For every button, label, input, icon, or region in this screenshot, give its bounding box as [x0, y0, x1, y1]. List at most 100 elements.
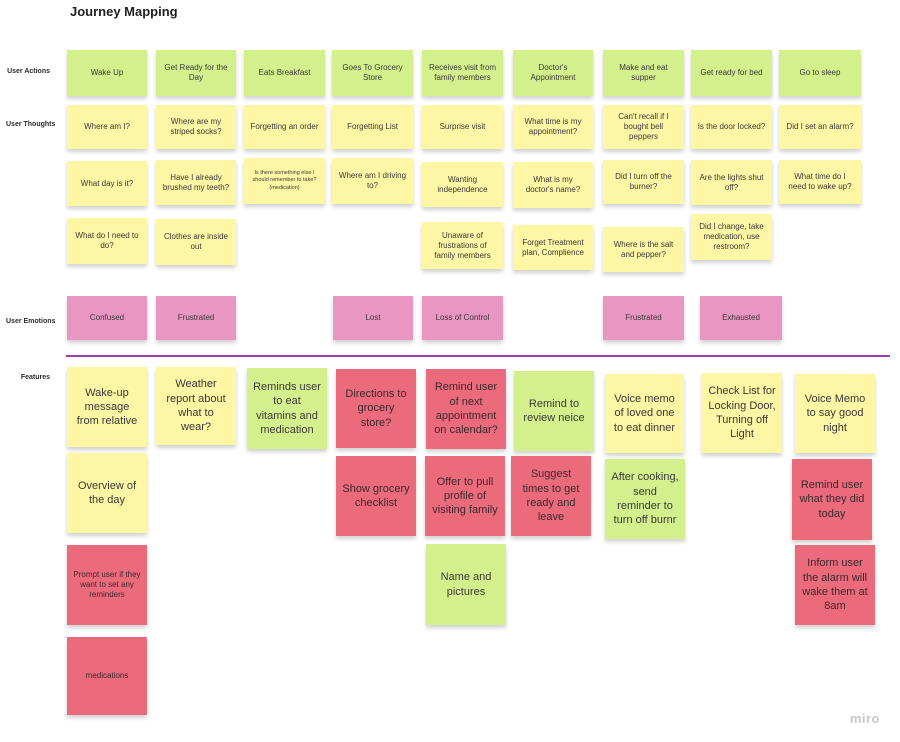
sticky-feature[interactable]: Wake-up message from relative: [67, 367, 147, 447]
sticky-thought[interactable]: Forgetting List: [332, 105, 413, 149]
sticky-feature[interactable]: Overview of the day: [67, 453, 147, 533]
sticky-text: Forget Treatment plan, Complience: [522, 237, 584, 257]
sticky-feature[interactable]: Show grocery checklist: [336, 456, 416, 536]
sticky-text: Suggest times to get ready and leave: [522, 468, 580, 524]
sticky-text: Forgetting an order: [250, 122, 319, 131]
sticky-thought[interactable]: Is there something else I should remembe…: [244, 158, 325, 204]
sticky-emotion[interactable]: Loss of Control: [422, 296, 503, 340]
sticky-text: Overview of the day: [77, 479, 137, 506]
sticky-feature[interactable]: After cooking, send reminder to turn off…: [605, 459, 685, 539]
sticky-text: What day is it?: [80, 178, 134, 188]
sticky-thought[interactable]: Forgetting an order: [244, 105, 325, 149]
sticky-action-bed[interactable]: Get ready for bed: [691, 50, 772, 96]
sticky-text: Did I set an alarm?: [786, 122, 854, 131]
sticky-feature[interactable]: Directions to grocery store?: [336, 369, 416, 448]
sticky-feature[interactable]: Prompt user if they want to set any remi…: [67, 545, 147, 625]
sticky-text: Clothes are inside out: [163, 232, 229, 251]
sticky-emotion[interactable]: Frustrated: [603, 296, 684, 340]
sticky-text: Reminds user to eat vitamins and medicat…: [253, 380, 321, 436]
sticky-thought[interactable]: What is my doctor's name?: [513, 162, 593, 208]
sticky-action-eats-breakfast[interactable]: Eats Breakfast: [244, 50, 325, 96]
sticky-text: Remind to review neice: [523, 397, 585, 424]
sticky-feature[interactable]: Name and pictures: [426, 544, 506, 625]
sticky-action-grocery-store[interactable]: Goes To Grocery Store: [332, 50, 413, 96]
sticky-thought[interactable]: Surprise visit: [422, 105, 503, 149]
sticky-text: Remind user of next appointment on calen…: [434, 381, 498, 437]
sticky-action-sleep[interactable]: Go to sleep: [779, 50, 861, 96]
sticky-thought[interactable]: Unaware of frustrations of family member…: [422, 222, 503, 269]
sticky-text: Frustrated: [625, 313, 662, 322]
sticky-text: Exhausted: [722, 313, 760, 322]
sticky-feature[interactable]: Suggest times to get ready and leave: [511, 456, 591, 536]
sticky-emotion[interactable]: Lost: [333, 296, 413, 340]
section-divider: [66, 355, 890, 357]
sticky-text: Forgetting List: [347, 122, 398, 131]
sticky-feature[interactable]: Offer to pull profile of visiting family: [425, 456, 505, 536]
sticky-text: Confused: [89, 313, 125, 322]
sticky-text: What is my doctor's name?: [525, 175, 581, 194]
sticky-feature[interactable]: Inform user the alarm will wake them at …: [795, 545, 875, 625]
sticky-thought[interactable]: Did I change, take medication, use restr…: [691, 214, 772, 260]
sticky-thought[interactable]: Where am I driving to?: [332, 158, 413, 204]
row-label-user-actions: User Actions: [7, 68, 50, 75]
sticky-feature[interactable]: Voice Memo to say good night: [795, 374, 875, 453]
sticky-thought[interactable]: Clothes are inside out: [156, 219, 236, 265]
sticky-thought[interactable]: Where is the salt and pepper?: [603, 227, 684, 272]
sticky-thought[interactable]: Where are my striped socks?: [156, 105, 236, 149]
sticky-emotion[interactable]: Frustrated: [156, 296, 236, 340]
sticky-text: Show grocery checklist: [342, 482, 410, 509]
sticky-thought[interactable]: Have I already brushed my teeth?: [156, 160, 236, 205]
sticky-text: Wake Up: [90, 68, 124, 77]
sticky-action-family-visit[interactable]: Receives visit from family members: [422, 50, 503, 96]
sticky-text: What time do I need to wake up?: [788, 172, 852, 191]
miro-logo: miro: [849, 711, 880, 726]
sticky-thought[interactable]: Is the door locked?: [691, 105, 772, 149]
sticky-thought[interactable]: What time is my appointment?: [513, 105, 593, 149]
sticky-thought[interactable]: What time do I need to wake up?: [779, 160, 861, 204]
sticky-text: Get ready for bed: [700, 68, 763, 77]
sticky-action-get-ready[interactable]: Get Ready for the Day: [156, 50, 236, 96]
sticky-thought[interactable]: Forget Treatment plan, Complience: [513, 225, 593, 270]
sticky-feature[interactable]: Remind user what they did today: [792, 459, 872, 540]
sticky-text: Wanting independence: [437, 174, 488, 194]
sticky-thought[interactable]: Did I turn off the burner?: [603, 160, 684, 204]
sticky-feature[interactable]: Voice memo of loved one to eat dinner: [605, 374, 684, 453]
sticky-text: Receives visit from family members: [428, 63, 497, 82]
sticky-feature[interactable]: Reminds user to eat vitamins and medicat…: [247, 368, 327, 449]
sticky-text: Doctor's Appointment: [530, 63, 576, 82]
sticky-text: medications: [85, 671, 129, 680]
sticky-action-wake-up[interactable]: Wake Up: [67, 50, 147, 96]
sticky-feature[interactable]: Check List for Locking Door, Turning off…: [702, 373, 782, 453]
sticky-text: Check List for Locking Door, Turning off…: [708, 385, 776, 441]
sticky-text: Did I turn off the burner?: [615, 172, 672, 191]
sticky-thought[interactable]: What do I need to do?: [67, 218, 147, 264]
sticky-text: Offer to pull profile of visiting family: [432, 475, 498, 517]
sticky-text: Surprise visit: [439, 122, 486, 131]
row-label-user-thoughts: User Thoughts: [6, 121, 56, 128]
sticky-thought[interactable]: What day is it?: [67, 161, 147, 206]
sticky-thought[interactable]: Where am I?: [67, 105, 147, 149]
sticky-text: Remind user what they did today: [799, 479, 865, 520]
sticky-feature[interactable]: Remind to review neice: [514, 371, 594, 451]
sticky-thought[interactable]: Can't recall if I bought bell peppers: [603, 105, 684, 149]
sticky-thought[interactable]: Are the lights shut off?: [691, 160, 772, 205]
sticky-emotion[interactable]: Exhausted: [700, 296, 782, 340]
sticky-feature[interactable]: Weather report about what to wear?: [156, 367, 236, 445]
sticky-action-doctor[interactable]: Doctor's Appointment: [513, 50, 593, 96]
sticky-thought[interactable]: Did I set an alarm?: [779, 105, 861, 149]
sticky-feature[interactable]: medications: [67, 637, 147, 715]
sticky-text: After cooking, send reminder to turn off…: [611, 471, 679, 527]
sticky-text: Where am I driving to?: [338, 171, 407, 190]
row-label-features: Features: [20, 374, 50, 381]
sticky-text: Where are my striped socks?: [170, 117, 222, 136]
sticky-text: Weather report about what to wear?: [166, 378, 226, 434]
sticky-text: Is the door locked?: [697, 122, 766, 131]
sticky-emotion[interactable]: Confused: [67, 296, 147, 340]
sticky-text: Voice memo of loved one to eat dinner: [613, 393, 676, 434]
sticky-text: Wake-up message from relative: [76, 386, 138, 428]
sticky-action-supper[interactable]: Make and eat supper: [603, 50, 684, 96]
sticky-text: What do I need to do?: [75, 231, 139, 250]
sticky-text: Prompt user if they want to set any remi…: [73, 570, 141, 599]
sticky-thought[interactable]: Wanting independence: [422, 162, 503, 207]
sticky-feature[interactable]: Remind user of next appointment on calen…: [426, 369, 506, 449]
